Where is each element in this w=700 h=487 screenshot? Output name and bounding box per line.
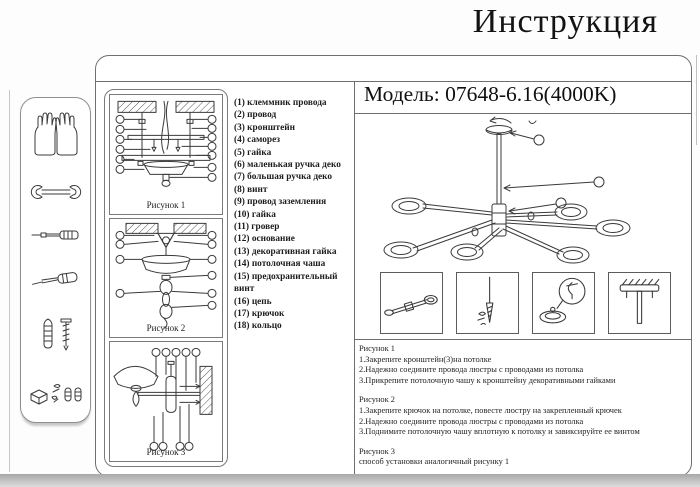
- part-item: (18) кольцо: [234, 321, 282, 332]
- part-item: (4) саморез: [234, 135, 280, 146]
- instruction-step: 1.Закрепите кронштейн(3)на потолке: [359, 354, 492, 364]
- part-item: (8) винт: [234, 184, 268, 195]
- figure-2-box: Рисунок 2: [109, 217, 223, 339]
- part-item: (6) маленькая ручка деко: [234, 160, 341, 171]
- part-item: (15) предохранительный винт: [234, 271, 338, 295]
- part-item: (11) гровер: [234, 222, 280, 233]
- fasteners-kit-icon: [28, 380, 84, 410]
- instructions-divider: [355, 339, 691, 340]
- figure-1-caption: Рисунок 1: [146, 199, 186, 210]
- instruction-step: 3.Прикрепите потолочную чашу к кронштейн…: [359, 375, 616, 385]
- part-item: (7) большая ручка деко: [234, 172, 333, 183]
- scan-shadow-bottom: [0, 474, 700, 487]
- panel-top-divider: [96, 81, 691, 82]
- gloves-icon: [31, 110, 81, 158]
- instruction-step: 2.Надежно соедините провода люстры с про…: [359, 365, 584, 375]
- model-underline: [355, 113, 691, 114]
- figure-1-box: Рисунок 1: [109, 94, 223, 215]
- step-box-screw-parts: [456, 272, 519, 334]
- wall-plug-and-screw-icon: [32, 316, 80, 354]
- figure-3-drawing: [113, 348, 213, 452]
- assembly-steps-row: [380, 272, 672, 334]
- part-item: (12) основание: [234, 234, 295, 245]
- instruction-step: 1.Закрепите крючок на потолке, повесте л…: [359, 405, 622, 415]
- instruction-step: 3.Поднимите потолочную чашу вплотную к п…: [359, 427, 640, 437]
- tools-sidebar: [20, 97, 91, 423]
- part-item: (14) потолочная чаша: [234, 259, 326, 270]
- part-item: (10) гайка: [234, 209, 276, 220]
- step-box-arm: [380, 272, 443, 334]
- screwdriver-icon: [30, 268, 82, 290]
- instruction-step: способ установки аналогичный рисунку 1: [359, 457, 510, 467]
- part-item: (1) клеммник провода: [234, 98, 327, 108]
- instruction-block-1: Рисунок 1 1.Закрепите кронштейн(3)на пот…: [359, 344, 681, 386]
- flat-screwdriver-icon: [30, 228, 82, 242]
- instruction-heading: Рисунок 2: [359, 395, 395, 405]
- instruction-heading: Рисунок 3: [359, 446, 395, 456]
- wrench-icon: [30, 184, 82, 202]
- part-item: (17) крючок: [234, 308, 285, 319]
- figure-1-drawing: [115, 100, 217, 187]
- installation-instructions: Рисунок 1 1.Закрепите кронштейн(3)на пот…: [359, 344, 681, 477]
- figure-2-caption: Рисунок 2: [146, 323, 186, 334]
- part-item: (16) цепь: [234, 296, 272, 307]
- panel-vertical-divider: [354, 81, 355, 476]
- instruction-block-3: Рисунок 3 способ установки аналогичный р…: [359, 447, 681, 468]
- figure-3-box: Рисунок 3: [109, 341, 223, 463]
- step-box-hook-detail: [532, 272, 595, 334]
- instruction-step: 2.Надежно соедините провода люстры с про…: [359, 416, 584, 426]
- figures-panel: Рисунок 1: [104, 89, 228, 467]
- model-label: Модель: 07648-6.16(4000K): [364, 82, 617, 106]
- main-panel: Рисунок 1: [95, 55, 692, 477]
- page-title: Инструкция: [472, 3, 658, 40]
- parts-list: (1) клеммник провода (2) провод (3) крон…: [234, 97, 353, 333]
- step-box-ceiling-bracket: [608, 272, 671, 334]
- part-item: (3) кронштейн: [234, 122, 295, 133]
- chandelier-drawing: [371, 116, 681, 268]
- scan-edge-left: [9, 90, 10, 472]
- part-item: (5) гайка: [234, 147, 272, 158]
- figure-2-drawing: [115, 222, 217, 329]
- part-item: (9) провод заземления: [234, 197, 327, 208]
- figure-3-caption: Рисунок 3: [146, 447, 186, 458]
- instruction-block-2: Рисунок 2 1.Закрепите крючок на потолке,…: [359, 395, 681, 437]
- part-item: (2) провод: [234, 110, 277, 121]
- part-item: (13) декоративная гайка: [234, 246, 337, 257]
- scan-edge-right: [696, 55, 697, 145]
- instruction-heading: Рисунок 1: [359, 344, 395, 353]
